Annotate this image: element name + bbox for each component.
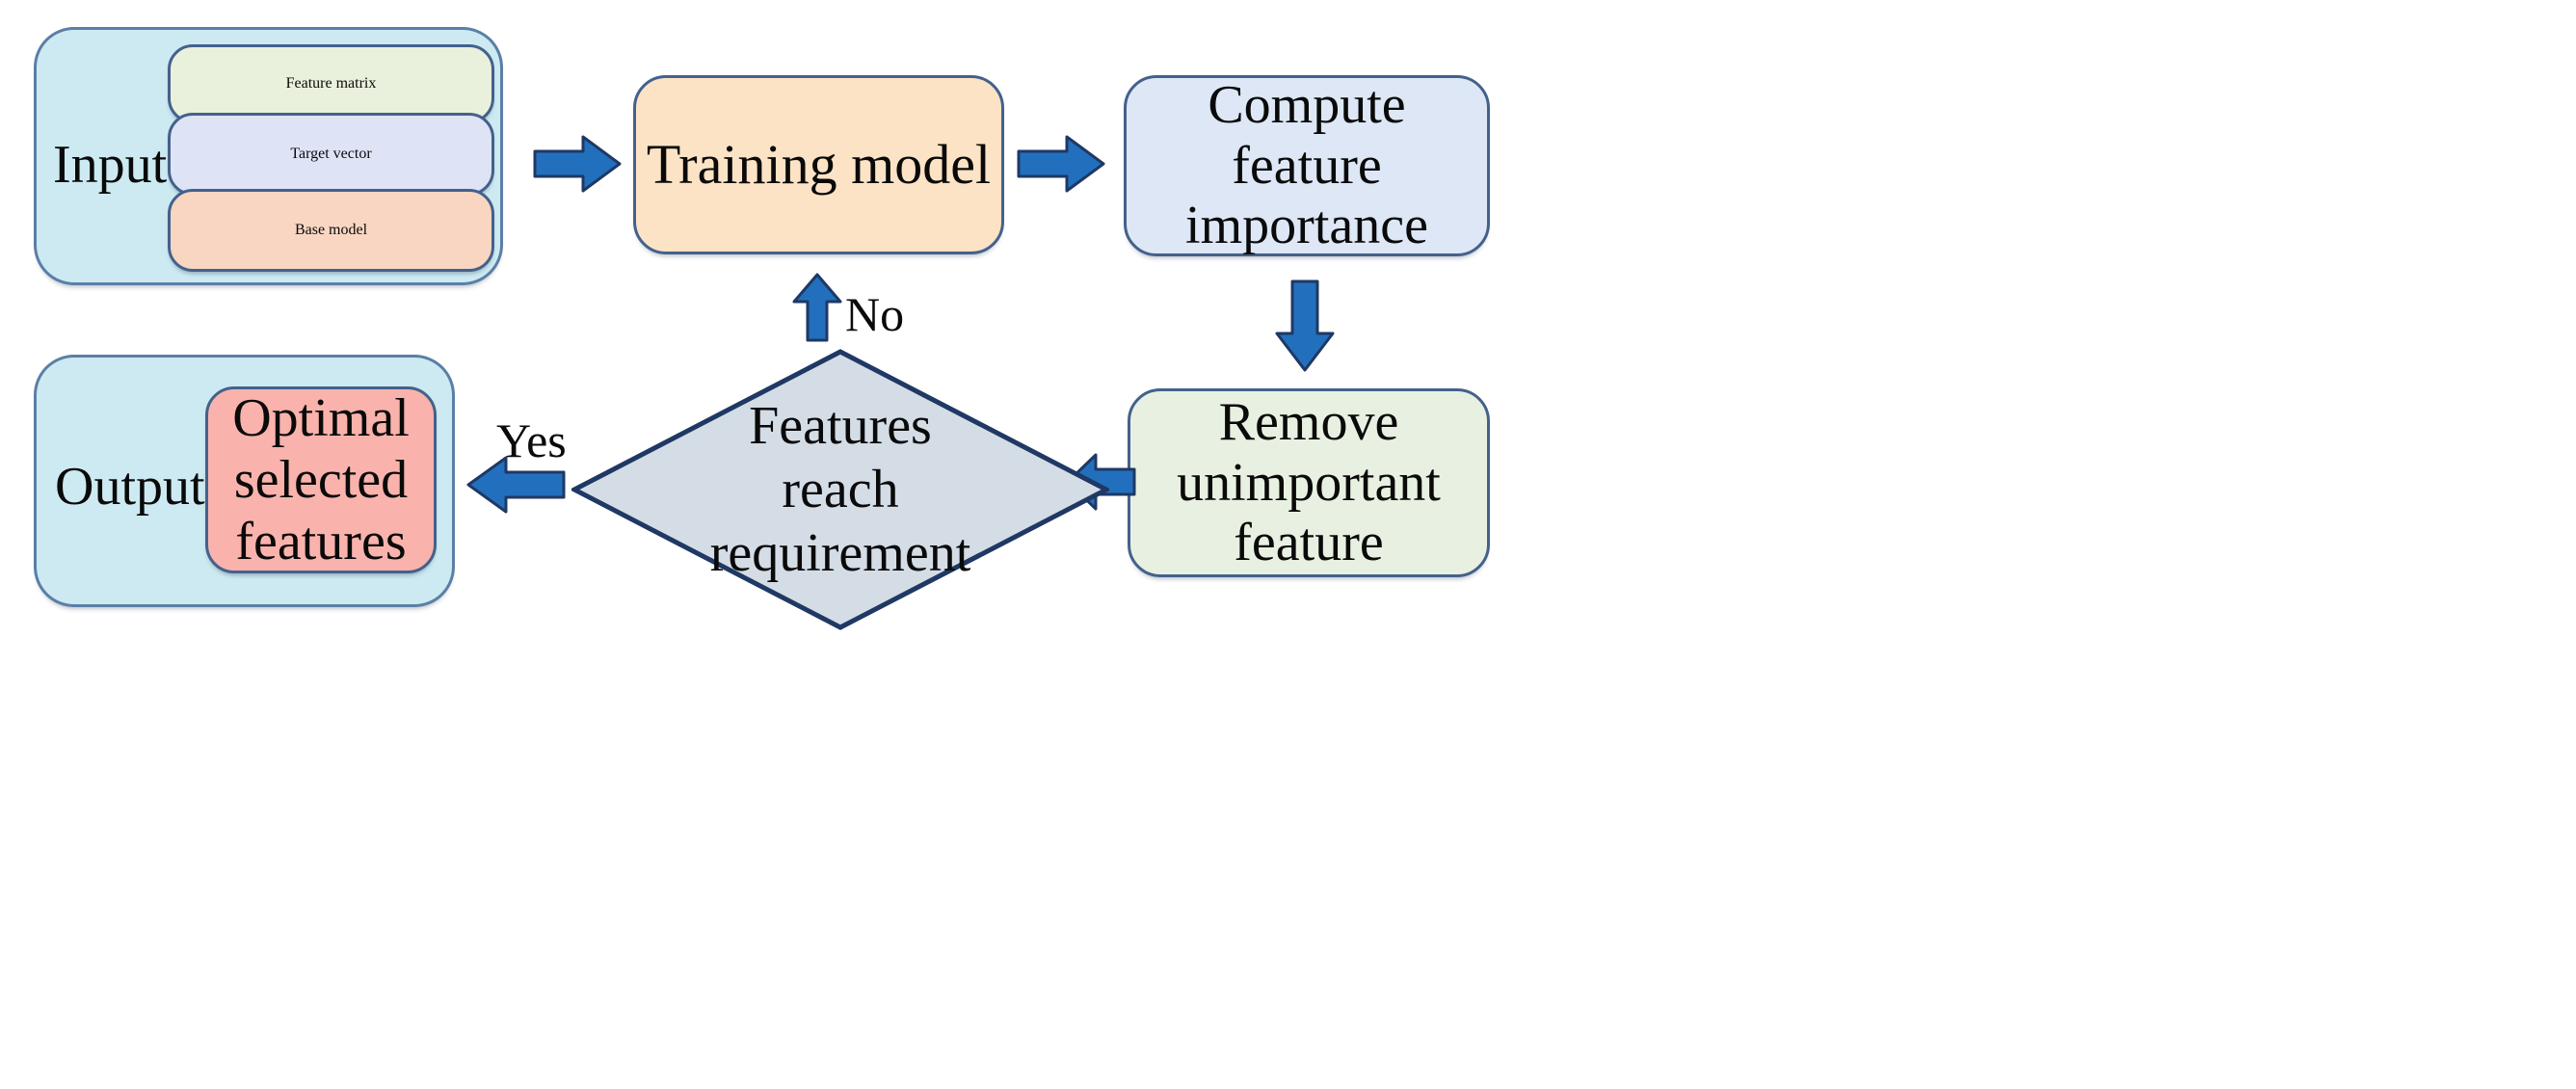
node-compute-feature-importance[interactable]: Compute feature importance — [1124, 75, 1490, 256]
node-optimal-features-line2: selected — [233, 450, 409, 510]
node-training-model-label: Training model — [646, 132, 992, 196]
node-optimal-features-line3: features — [235, 512, 407, 571]
node-target-vector[interactable]: Target vector — [168, 113, 494, 196]
node-base-model-label: Base model — [294, 222, 368, 238]
node-base-model[interactable]: Base model — [168, 189, 494, 272]
node-remove-feature-line3: feature — [1234, 513, 1384, 573]
input-group-label: Input: — [53, 135, 182, 195]
edge-label-no: No — [845, 287, 905, 341]
edge-label-yes: Yes — [496, 413, 567, 467]
node-remove-unimportant-feature[interactable]: Remove unimportant feature — [1128, 388, 1490, 577]
node-feature-matrix-label: Feature matrix — [285, 75, 377, 92]
node-target-vector-label: Target vector — [290, 146, 372, 162]
arrow-down-icon — [1275, 279, 1335, 372]
output-group-label: Output: — [55, 457, 221, 517]
node-remove-feature-line2: unimportant — [1177, 452, 1441, 513]
arrow-left-icon — [466, 456, 566, 514]
diamond-shape-icon — [571, 349, 1109, 630]
node-optimal-features-line1: Optimal — [232, 388, 410, 448]
node-optimal-selected-features[interactable]: Optimal selected features — [205, 386, 437, 573]
node-decision-features-reach-requirement[interactable]: Features reach requirement — [571, 349, 1109, 630]
node-feature-matrix[interactable]: Feature matrix — [168, 44, 494, 123]
node-training-model[interactable]: Training model — [633, 75, 1004, 254]
node-compute-importance-line1: Compute feature — [1208, 74, 1406, 196]
node-compute-importance-line2: importance — [1185, 196, 1428, 256]
arrow-right-icon — [533, 135, 622, 193]
node-remove-feature-line1: Remove — [1218, 391, 1399, 452]
arrow-up-icon — [792, 273, 842, 342]
arrow-right-icon — [1017, 135, 1105, 193]
